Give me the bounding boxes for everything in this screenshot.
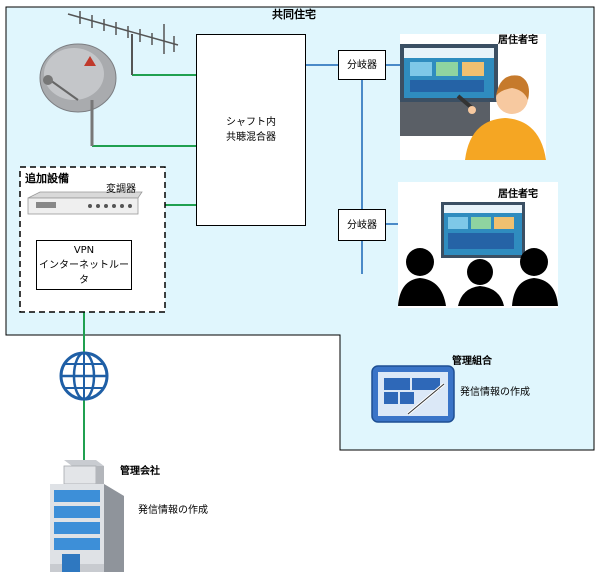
splitter-label-1: 分岐器 (347, 59, 377, 71)
vpn-router-box: VPN インターネットルータ (36, 240, 132, 290)
splitter-box-1: 分岐器 (338, 50, 386, 80)
resident2-label: 居住者宅 (498, 189, 538, 200)
resident1-label: 居住者宅 (498, 35, 538, 46)
resident2-picture (398, 182, 558, 308)
internet-globe-icon (59, 351, 109, 401)
yagi-antenna-icon (67, 11, 179, 75)
building-title: 共同住宅 (272, 8, 316, 21)
splitter-label-2: 分岐器 (347, 219, 377, 231)
tablet-icon (371, 365, 455, 423)
association-title: 管理組合 (452, 356, 492, 367)
splitter-box-2: 分岐器 (338, 209, 386, 241)
company-caption: 発信情報の作成 (138, 505, 208, 516)
resident1-picture (400, 34, 546, 160)
modulator-label: 変調器 (106, 184, 136, 195)
modulator-device-icon (27, 191, 143, 215)
added-equipment-title: 追加設備 (25, 172, 69, 185)
mixer-box: シャフト内 共聴混合器 (196, 34, 306, 226)
company-title: 管理会社 (120, 466, 160, 477)
association-caption: 発信情報の作成 (460, 387, 530, 398)
company-building-icon (50, 460, 124, 572)
satellite-dish-icon (39, 43, 117, 146)
mixer-label-line2: 共聴混合器 (226, 132, 276, 143)
router-label-line1: VPN (73, 244, 95, 256)
mixer-label-line1: シャフト内 (226, 117, 276, 128)
router-label-line2: インターネットルータ (39, 259, 129, 286)
